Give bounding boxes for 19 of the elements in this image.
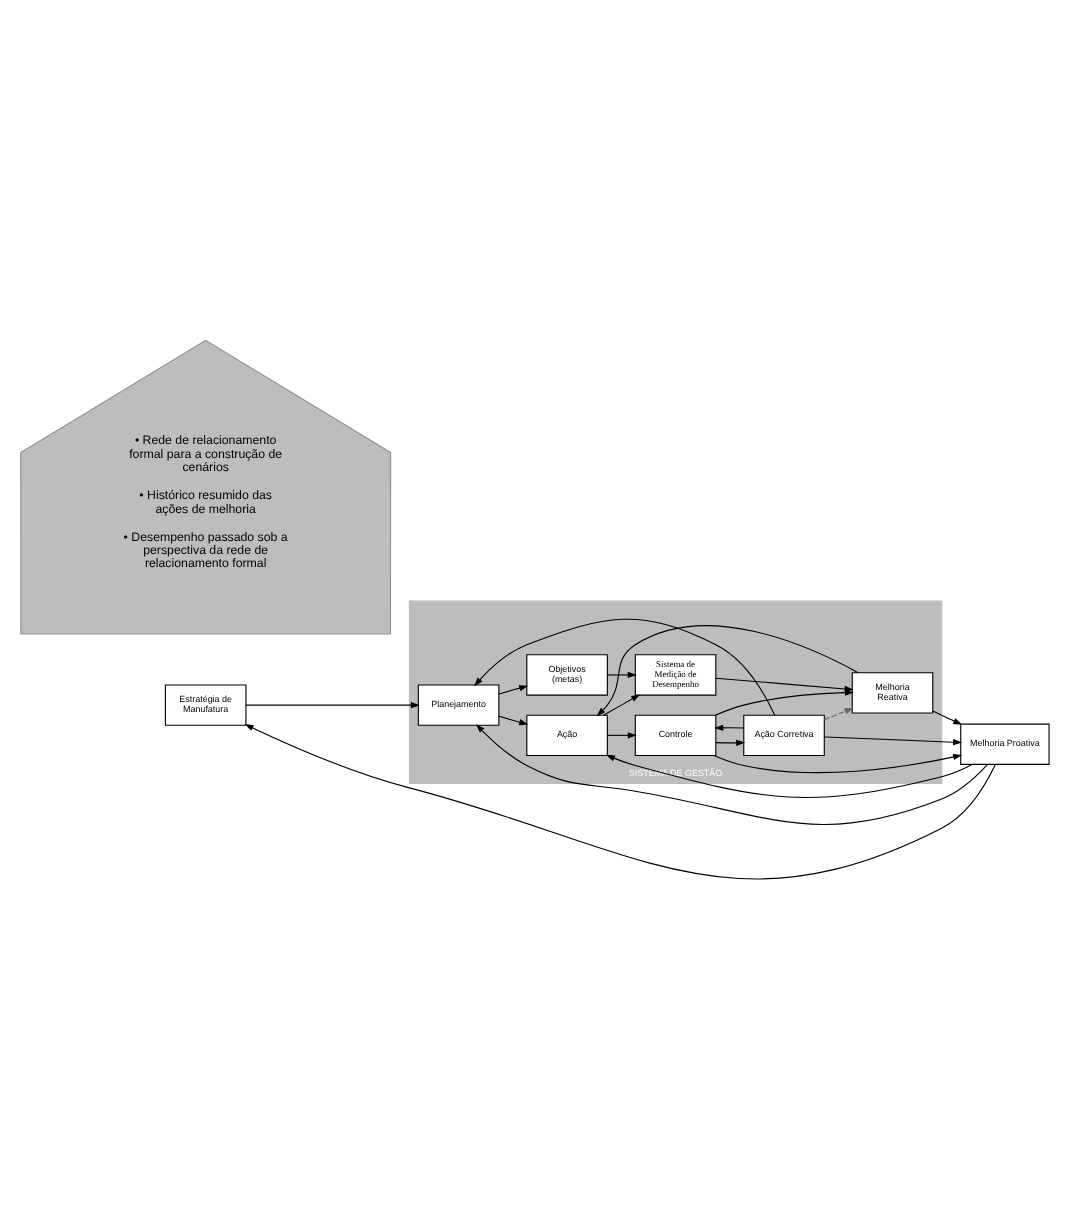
arrow [498, 685, 529, 695]
arrow [715, 677, 854, 693]
arrow [715, 689, 854, 716]
arrow [932, 710, 963, 725]
arrow [474, 618, 776, 716]
arrow [715, 739, 746, 746]
arrow [244, 724, 996, 880]
arrow [606, 732, 637, 739]
arrow [713, 753, 963, 774]
arrow [824, 736, 963, 746]
arrow [498, 715, 529, 726]
arrow [606, 671, 637, 679]
arrow [596, 625, 859, 717]
arrow [714, 724, 745, 731]
arrow [245, 702, 420, 709]
arrow [823, 708, 854, 721]
arrow [605, 754, 973, 799]
arrow [475, 724, 988, 825]
arrow [603, 694, 641, 716]
